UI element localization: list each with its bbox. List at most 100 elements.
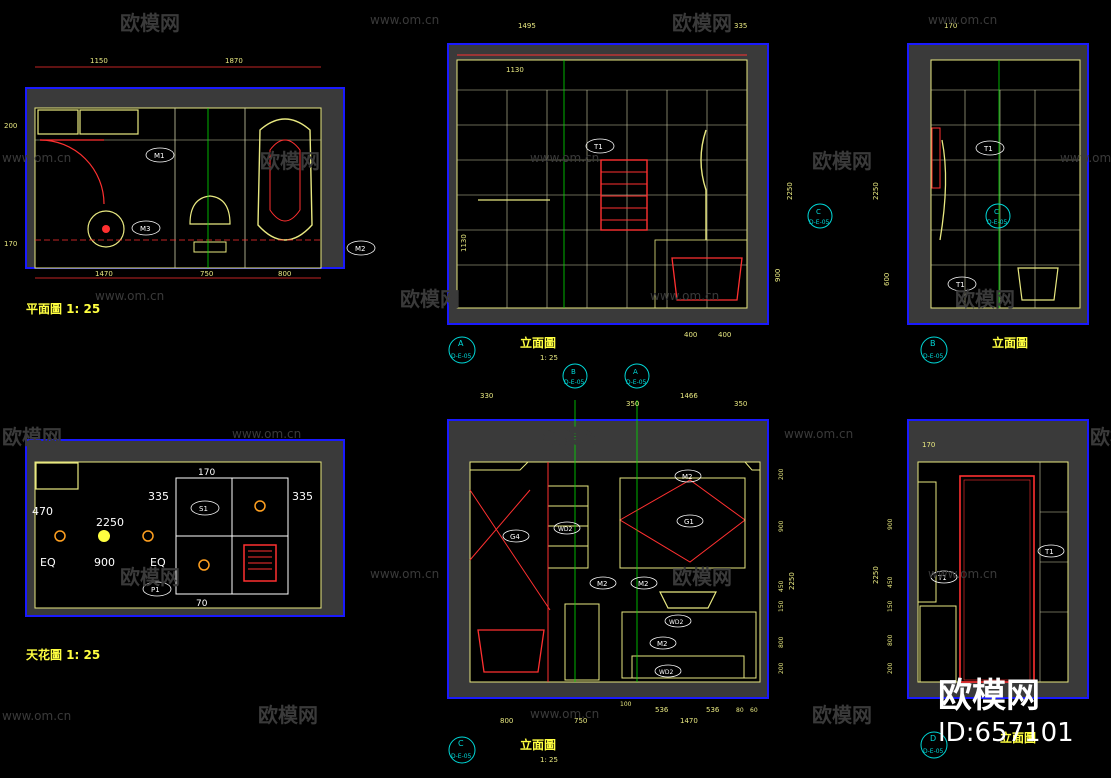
eq-label: EQ (150, 556, 166, 569)
downlight-icon (54, 530, 66, 542)
plan-dim: 200 (4, 122, 17, 130)
dim: 2250 (788, 572, 796, 590)
bathtub-icon (671, 257, 743, 301)
dim: 1470 (680, 717, 698, 725)
material-tag: G1 (684, 518, 694, 526)
watermark-url: www.om.cn (928, 567, 997, 581)
material-tag: M2 (682, 473, 693, 481)
watermark-brand: 欧模网 (812, 149, 872, 173)
section-ref: D-E-05 (626, 379, 647, 386)
dim: 150 (778, 600, 785, 612)
dim: 1466 (680, 392, 698, 400)
plan-dim: 1150 (90, 57, 108, 65)
ceiling-dim: 470 (32, 505, 53, 518)
watermark-url: www.om.cn (928, 13, 997, 27)
door-icon (959, 475, 1035, 683)
watermark-url: www.om.cn (530, 151, 599, 165)
elevation-ref: D-E-05 (451, 353, 472, 360)
cabinet-icon (919, 605, 957, 683)
elevation-letter: C (458, 739, 464, 748)
door-swing-icon (39, 139, 105, 205)
watermark-brand: 欧模网 (1090, 425, 1111, 449)
material-tag: T1 (593, 143, 603, 151)
elevation-ref: D-E-05 (923, 748, 944, 755)
elevation-title: 立面圖 (992, 335, 1028, 350)
elevation-ref: D-E-05 (923, 353, 944, 360)
ceiling-dim: 2250 (96, 516, 124, 529)
watermark-brand: 欧模网 (955, 287, 1015, 311)
downlight-icon (198, 559, 210, 571)
watermark-brand: 欧模网 (258, 703, 318, 727)
watermark-logo: 欧模网 (938, 676, 1040, 716)
watermark-url: www.om.cn (232, 427, 301, 441)
watermark-brand: 欧模网 (672, 565, 732, 589)
ceiling-dim: 335 (292, 490, 313, 503)
watermark-id: ID:657101 (938, 718, 1074, 748)
dim: 400 (718, 331, 731, 339)
toilet-icon (1017, 267, 1059, 301)
eq-label: EQ (40, 556, 56, 569)
ceiling-title: 天花圖 1: 25 (26, 647, 100, 662)
elevation-d: 170 2250 900 450 150 800 200 T1 T1 D D-E… (872, 419, 1089, 759)
elevation-title: 立面圖 (520, 335, 556, 350)
material-tag: S1 (199, 505, 208, 513)
ceiling-dim: 900 (94, 556, 115, 569)
shower-icon (700, 129, 707, 240)
elevation-mark-icon (920, 731, 948, 759)
cabinet-icon (37, 109, 79, 135)
section-mark-icon (807, 203, 833, 229)
watermark-brand: 欧模网 (672, 11, 732, 35)
bathtub-icon (257, 118, 313, 241)
watermark-url: www.om.cn (1060, 151, 1111, 165)
section-mark-icon (562, 363, 588, 389)
cabinet-icon (35, 462, 79, 490)
watermark-url: www.om.cn (2, 709, 71, 723)
exhaust-fan-icon (243, 544, 277, 582)
material-tag: T1 (1044, 548, 1054, 556)
plan-title: 平面圖 1: 25 (26, 302, 100, 316)
material-tag: M1 (154, 152, 165, 160)
watermark-url: www.om.cn (784, 427, 853, 441)
elevation-letter: B (930, 339, 936, 348)
dim: 536 (655, 706, 669, 714)
dim: 800 (778, 636, 785, 648)
watermark-url: www.om.cn (650, 289, 719, 303)
material-tag: M2 (597, 580, 608, 588)
dim: 60 (750, 707, 758, 714)
material-tag: T1 (937, 574, 947, 582)
material-tag: P1 (151, 586, 160, 594)
dim: 200 (887, 662, 894, 674)
dim: 170 (944, 22, 957, 30)
grab-bar-icon (931, 127, 941, 189)
dim: 900 (887, 518, 894, 530)
dim: 1130 (506, 66, 524, 74)
dim: 2250 (786, 182, 794, 200)
dim: 1495 (518, 22, 536, 30)
shower-icon (939, 139, 947, 241)
section-ref: D-E-05 (564, 379, 585, 386)
dim: 536 (706, 706, 720, 714)
material-tag: T1 (983, 145, 993, 153)
watermark-brand: 欧模网 (812, 703, 872, 727)
dim: 450 (887, 576, 894, 588)
elevation-mark-icon (920, 336, 948, 364)
basin-icon (659, 591, 717, 609)
elevation-title: 立面圖 (1000, 730, 1036, 745)
dim: 100 (620, 701, 632, 708)
plan-dim: 1870 (225, 57, 243, 65)
material-tag: WD2 (659, 669, 674, 676)
dim: 80 (736, 707, 744, 714)
material-tag: G4 (510, 533, 520, 541)
tile-grid (931, 89, 1080, 308)
ceiling-dim: 170 (198, 468, 215, 478)
elevation-scale: 1: 25 (540, 354, 558, 362)
dim: 900 (778, 520, 785, 532)
dim: 350 (626, 400, 639, 408)
material-tag: WD2 (558, 526, 573, 533)
watermarks: 欧模网 www.om.cn 欧模网 www.om.cn 欧模网 www.om.c… (2, 11, 1111, 748)
ceiling-dim: 70 (196, 599, 208, 609)
watermark-brand: 欧模网 (120, 565, 180, 589)
section-mark-icon (985, 203, 1011, 229)
elevation-ref: D-E-05 (451, 753, 472, 760)
